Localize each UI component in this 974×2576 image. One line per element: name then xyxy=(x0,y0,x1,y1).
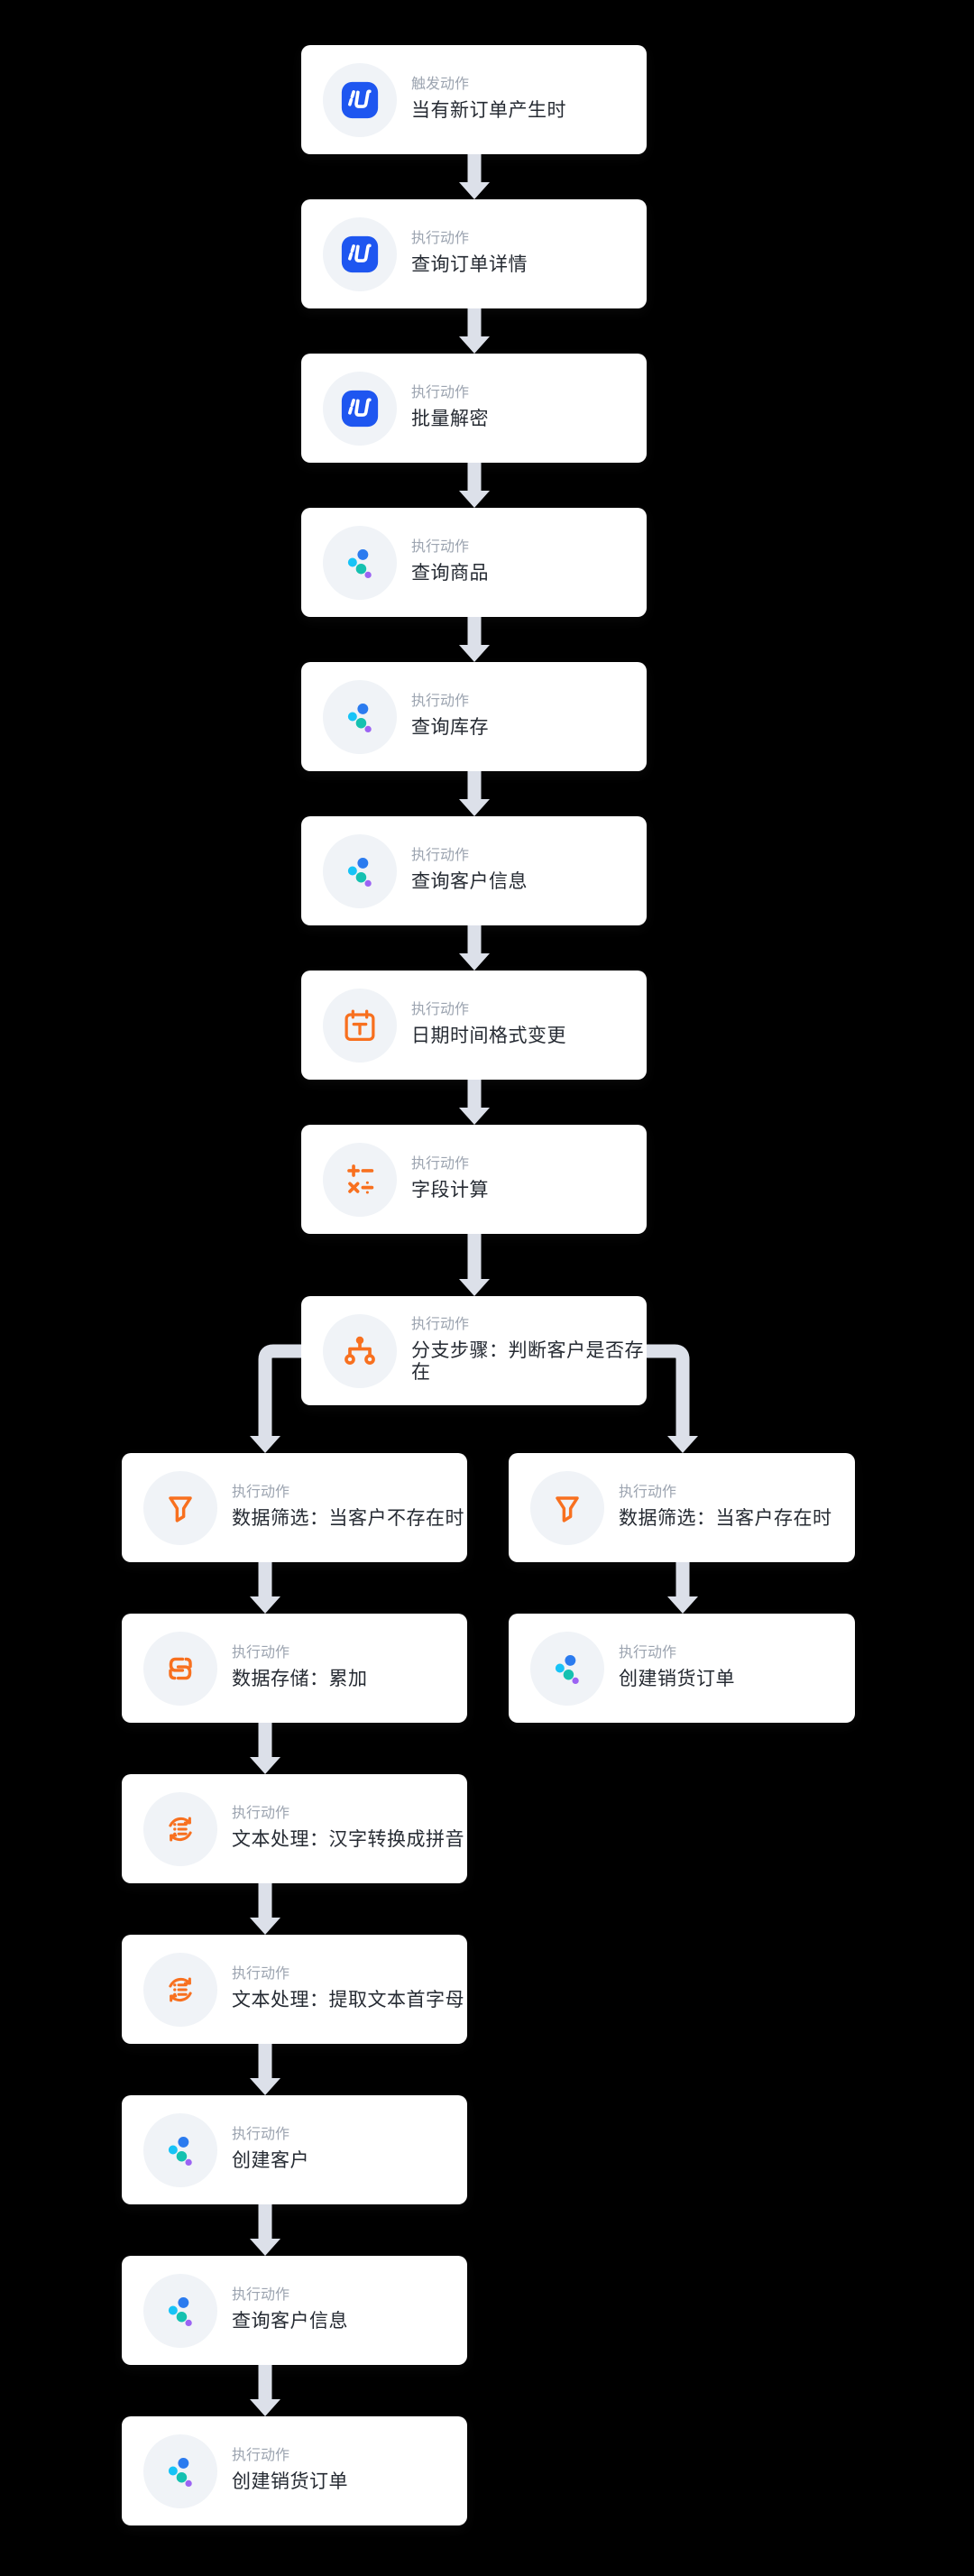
flow-arrow xyxy=(459,923,490,971)
node-title: 文本处理：提取文本首字母 xyxy=(232,1990,464,2010)
workflow-node-card-n4[interactable]: 执行动作 查询商品 xyxy=(301,508,647,617)
node-kind-label: 执行动作 xyxy=(232,1806,290,1821)
node-kind-label: 执行动作 xyxy=(232,1645,290,1661)
workflow-node-card-R2[interactable]: 执行动作 创建销货订单 xyxy=(509,1614,855,1723)
funnel-icon xyxy=(143,1470,217,1545)
flow-arrow xyxy=(250,2203,280,2256)
workflow-node-card-L4[interactable]: 执行动作 文本处理：提取文本首字母 xyxy=(122,1935,467,2044)
node-title: 日期时间格式变更 xyxy=(411,1026,566,1046)
node-kind-label: 执行动作 xyxy=(232,2127,290,2142)
node-kind-label: 触发动作 xyxy=(411,77,470,92)
workflow-node-card-L7[interactable]: 执行动作 创建销货订单 xyxy=(122,2416,467,2525)
dots-app-icon xyxy=(143,2273,217,2348)
flow-arrow xyxy=(250,2042,280,2095)
node-kind-label: 执行动作 xyxy=(232,1966,290,1982)
flow-arrow xyxy=(459,460,490,508)
flow-arrow xyxy=(459,1232,490,1296)
flow-arrow xyxy=(250,1721,280,1774)
node-kind-label: 执行动作 xyxy=(411,1156,470,1172)
node-kind-label: 执行动作 xyxy=(232,2287,290,2303)
app-logo-icon xyxy=(323,371,397,446)
workflow-node-card-L2[interactable]: 执行动作 数据存储：累加 xyxy=(122,1614,467,1723)
app-logo-icon xyxy=(323,62,397,137)
flow-arrow xyxy=(459,152,490,199)
flow-arrow xyxy=(459,306,490,354)
branch-elbow-right xyxy=(647,1344,698,1453)
workflow-node-card-n2[interactable]: 执行动作 查询订单详情 xyxy=(301,199,647,308)
node-title: 查询客户信息 xyxy=(411,871,528,892)
flow-arrow xyxy=(250,1560,280,1614)
node-kind-label: 执行动作 xyxy=(232,2448,290,2463)
node-kind-label: 执行动作 xyxy=(411,231,470,246)
flow-arrow xyxy=(250,2363,280,2416)
node-title: 批量解密 xyxy=(411,409,489,429)
node-title: 创建销货订单 xyxy=(619,1669,735,1689)
dots-app-icon xyxy=(530,1631,604,1706)
workflow-node-card-n7[interactable]: 执行动作 日期时间格式变更 xyxy=(301,971,647,1080)
branch-elbow-left xyxy=(250,1344,301,1453)
node-title: 当有新订单产生时 xyxy=(411,100,566,121)
node-title: 查询订单详情 xyxy=(411,254,528,275)
flow-arrow xyxy=(459,614,490,662)
node-kind-label: 执行动作 xyxy=(619,1485,677,1500)
app-logo-icon xyxy=(323,216,397,291)
node-title: 数据存储：累加 xyxy=(232,1669,368,1689)
node-kind-label: 执行动作 xyxy=(411,694,470,709)
node-title: 字段计算 xyxy=(411,1180,489,1201)
node-title: 创建客户 xyxy=(232,2150,309,2171)
dots-app-icon xyxy=(143,2112,217,2187)
node-title: 数据筛选：当客户存在时 xyxy=(619,1508,832,1529)
dots-app-icon xyxy=(323,525,397,600)
node-title: 查询客户信息 xyxy=(232,2311,348,2332)
text-process-icon xyxy=(143,1952,217,2027)
workflow-node-card-L1[interactable]: 执行动作 数据筛选：当客户不存在时 xyxy=(122,1453,467,1562)
funnel-icon xyxy=(530,1470,604,1545)
workflow-node-card-L3[interactable]: 执行动作 文本处理：汉字转换成拼音 xyxy=(122,1774,467,1883)
workflow-node-card-n8[interactable]: 执行动作 字段计算 xyxy=(301,1125,647,1234)
workflow-node-card-n6[interactable]: 执行动作 查询客户信息 xyxy=(301,816,647,925)
node-title: 分支步骤：判断客户是否存在 xyxy=(411,1340,644,1383)
node-kind-label: 执行动作 xyxy=(411,848,470,863)
workflow-node-card-n9[interactable]: 执行动作 分支步骤：判断客户是否存在 xyxy=(301,1296,647,1405)
node-title: 文本处理：汉字转换成拼音 xyxy=(232,1829,464,1850)
flow-arrow xyxy=(459,1077,490,1125)
workflow-node-card-n5[interactable]: 执行动作 查询库存 xyxy=(301,662,647,771)
branch-icon xyxy=(323,1313,397,1388)
node-kind-label: 执行动作 xyxy=(411,539,470,555)
dots-app-icon xyxy=(323,833,397,908)
node-kind-label: 执行动作 xyxy=(411,1002,470,1017)
workflow-node-card-n3[interactable]: 执行动作 批量解密 xyxy=(301,354,647,463)
flow-arrow xyxy=(459,768,490,816)
dots-app-icon xyxy=(323,679,397,754)
node-kind-label: 执行动作 xyxy=(411,385,470,400)
workflow-node-card-L6[interactable]: 执行动作 查询客户信息 xyxy=(122,2256,467,2365)
node-title: 查询商品 xyxy=(411,563,489,584)
math-icon xyxy=(323,1142,397,1217)
workflow-node-card-R1[interactable]: 执行动作 数据筛选：当客户存在时 xyxy=(509,1453,855,1562)
flow-arrow xyxy=(250,1881,280,1935)
node-kind-label: 执行动作 xyxy=(411,1317,470,1332)
calendar-icon xyxy=(323,988,397,1063)
dots-app-icon xyxy=(143,2433,217,2508)
text-process-icon xyxy=(143,1791,217,1866)
node-title: 数据筛选：当客户不存在时 xyxy=(232,1508,464,1529)
link-icon xyxy=(143,1631,217,1706)
node-kind-label: 执行动作 xyxy=(619,1645,677,1661)
workflow-node-card-n1[interactable]: 触发动作 当有新订单产生时 xyxy=(301,45,647,154)
node-kind-label: 执行动作 xyxy=(232,1485,290,1500)
workflow-node-card-L5[interactable]: 执行动作 创建客户 xyxy=(122,2095,467,2204)
node-title: 查询库存 xyxy=(411,717,489,738)
flow-arrow xyxy=(667,1560,698,1614)
node-title: 创建销货订单 xyxy=(232,2471,348,2492)
